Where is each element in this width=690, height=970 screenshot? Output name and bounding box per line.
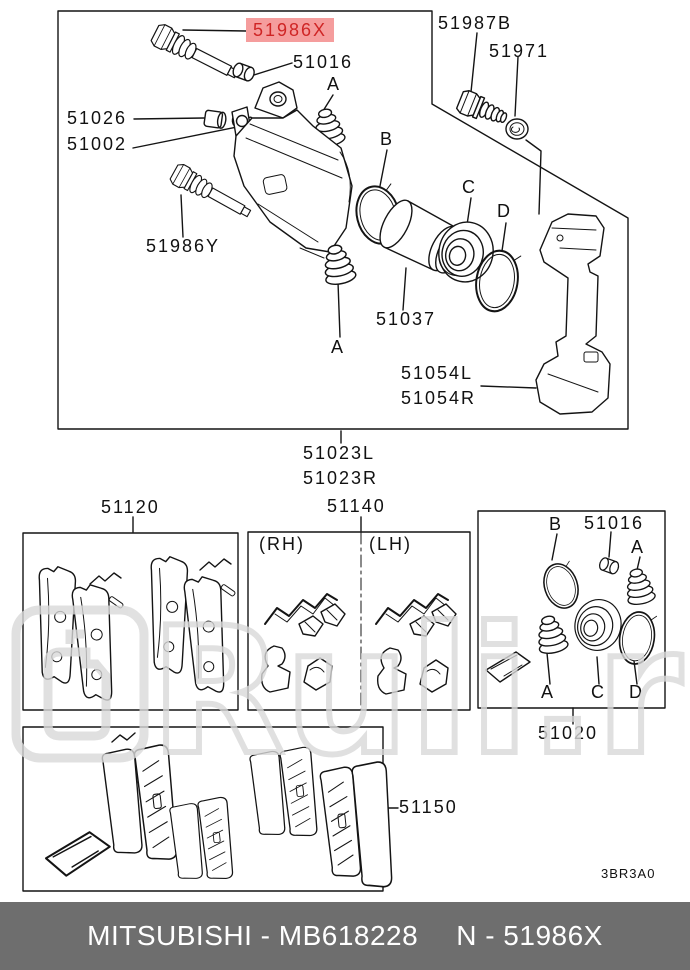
callout-bushing: 51016: [293, 52, 354, 72]
caliper-bracket: [535, 213, 611, 415]
seal-kit-box: [477, 510, 666, 709]
callout-bleeder-screw: 51002: [67, 134, 128, 154]
callout-bracket-right: 51054R: [401, 388, 477, 408]
callout-caliper-assy-left: 51023L: [303, 443, 376, 463]
guide-pin-upper-part: [149, 21, 243, 86]
callout-guide-pin-upper-highlighted[interactable]: 51986X: [246, 18, 334, 42]
hardware-kit-box: [247, 531, 471, 711]
hardware-kit-label: 51140: [327, 496, 386, 516]
callout-seal-ring-b: B: [380, 129, 395, 149]
footer-part-ref: N - 51986X: [456, 920, 603, 951]
pad-kit-label: 51120: [101, 497, 160, 517]
shim-kit-box: [22, 726, 396, 892]
callout-caliper-assy-right: 51023R: [303, 468, 379, 488]
seal-kit-callout-b: B: [549, 514, 564, 534]
callout-guide-pin-lower: 51986Y: [146, 236, 221, 256]
seal-kit-callout-c: C: [591, 682, 606, 702]
shim-kit-label: 51150: [399, 797, 458, 817]
seal-kit-callout-bushing: 51016: [584, 513, 645, 533]
callout-bracket-left: 51054L: [401, 363, 474, 383]
callout-boot-lower: A: [331, 337, 346, 357]
footer-bar: MITSUBISHI - MB618228 N - 51986X: [0, 902, 690, 970]
callout-piston: 51037: [376, 309, 437, 329]
footer-brand-part: MITSUBISHI - MB618228: [87, 920, 419, 951]
nut-part: [505, 118, 529, 140]
lock-bolt-part: [454, 88, 512, 131]
callout-ring-d: D: [497, 201, 512, 221]
callout-lock-bolt: 51987B: [438, 13, 513, 33]
bleeder-cap-part: [203, 109, 227, 129]
callout-piston-boot-c: C: [462, 177, 477, 197]
hardware-lh-label: (LH): [369, 534, 412, 554]
hardware-rh-label: (RH): [259, 534, 305, 554]
pad-kit-box: [22, 532, 239, 711]
leader-lines: [132, 29, 641, 809]
seal-kit-callout-a-top: A: [631, 537, 646, 557]
seal-kit-callout-a-bottom: A: [541, 682, 556, 702]
callout-nut: 51971: [489, 41, 550, 61]
drawing-code: 3BR3A0: [601, 866, 656, 881]
seal-kit-callout-d: D: [629, 682, 644, 702]
callout-boot-upper: A: [327, 74, 342, 94]
seal-kit-label: 51020: [538, 723, 599, 743]
callout-bleeder-cap: 51026: [67, 108, 128, 128]
caliper-body: [231, 81, 353, 259]
main-assembly-box: [57, 10, 629, 430]
bushing-part: [230, 61, 257, 83]
